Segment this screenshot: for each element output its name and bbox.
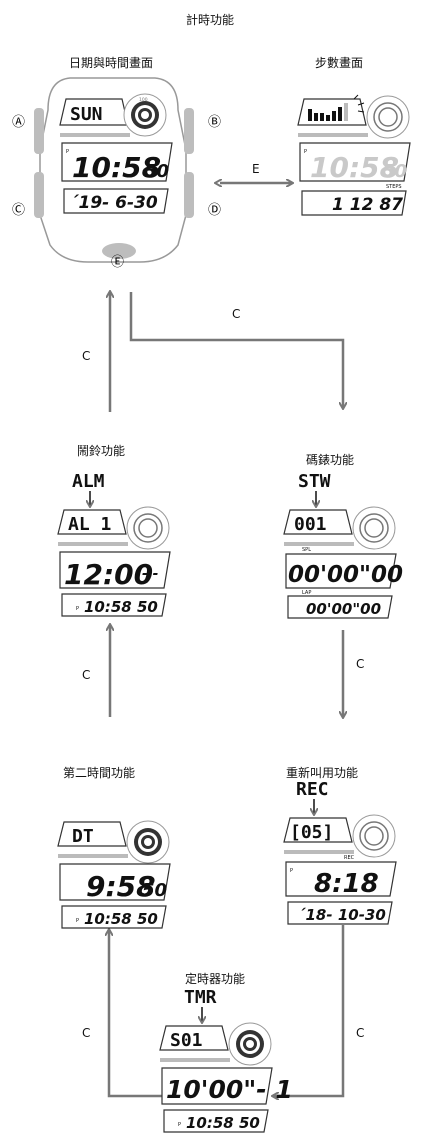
title-steps: 步數畫面 — [315, 56, 364, 70]
arrow-label-c5: C — [356, 1026, 364, 1040]
dial-mark-100: 100 — [139, 97, 148, 103]
stopwatch-code: STW — [298, 471, 331, 492]
button-e-label: Ⓔ — [111, 255, 124, 270]
dt-p: P — [66, 149, 69, 155]
dual-main: 9:58 — [86, 870, 156, 903]
button-b-label: Ⓑ — [208, 115, 221, 130]
recall-main: 8:18 — [314, 869, 379, 899]
alarm-main: 12:00 — [64, 558, 153, 591]
timer-main: 10'00"- 1 — [166, 1075, 293, 1104]
st-p: P — [304, 149, 307, 155]
stopwatch-top: 001 — [294, 514, 327, 535]
screen-timer: TMR S01 10'00"- 1 P 10:58 50 — [159, 987, 293, 1133]
dt-top: SUN — [70, 104, 103, 125]
dual-sec: 50 — [142, 880, 167, 901]
alarm-top: AL 1 — [68, 514, 111, 535]
arrow-c-to-stopwatch — [129, 292, 343, 408]
alarm-code: ALM — [72, 471, 105, 492]
alarm-suffix: - - — [142, 566, 159, 582]
st-count: 1 12 87 — [332, 195, 403, 215]
screen-alarm: ALM AL 1 12:00 - - P 10:58 50 — [57, 471, 171, 617]
dt-main: 10:58 — [72, 151, 161, 184]
st-sec: 50 — [382, 161, 407, 182]
st-main: 10:58 — [310, 151, 399, 184]
stopwatch-lap: LAP — [302, 590, 311, 596]
timer-bottom: 10:58 50 — [186, 1114, 260, 1132]
screen-stopwatch: STW 001 SPL 00'00"00 LAP 00'00"00 — [283, 471, 403, 619]
arrow-label-c4: C — [82, 668, 90, 682]
step-bars — [308, 103, 348, 121]
dual-p: P — [76, 918, 79, 924]
stopwatch-bottom: 00'00"00 — [306, 600, 381, 618]
dual-bottom: 10:58 50 — [84, 910, 158, 928]
arrow-label-c6: C — [82, 1026, 90, 1040]
recall-rec: REC — [344, 855, 355, 861]
dt-date: ´19- 6-30 — [70, 193, 158, 213]
screen-dual-time: DT 9:58 50 P 10:58 50 — [57, 820, 171, 929]
title-dual-time: 第二時間功能 — [63, 766, 136, 780]
timer-code: TMR — [184, 987, 217, 1008]
title-stopwatch: 碼錶功能 — [306, 453, 355, 467]
dual-top: DT — [72, 826, 94, 847]
stopwatch-main: 00'00"00 — [288, 562, 403, 588]
arrow-c-to-dual-time — [109, 930, 163, 1098]
title-main: 計時功能 — [186, 13, 235, 27]
arrow-label-c1: C — [232, 307, 240, 321]
arrow-label-c3: C — [356, 657, 364, 671]
arrow-c-to-timer — [273, 925, 345, 1096]
screen-datetime: SUN 100 P 10:58 50 ´19- 6-30 — [59, 93, 173, 214]
st-label: STEPS — [386, 184, 402, 190]
button-a-label: Ⓐ — [12, 115, 25, 130]
button-d-label: Ⓓ — [208, 203, 221, 218]
title-datetime: 日期與時間畫面 — [69, 56, 154, 70]
arrow-label-e: E — [252, 162, 260, 176]
title-timer: 定時器功能 — [185, 972, 246, 986]
recall-date: ´18- 10-30 — [298, 906, 386, 924]
alarm-bottom: 10:58 50 — [84, 598, 158, 616]
title-recall: 重新叫用功能 — [286, 766, 359, 780]
stopwatch-spl: SPL — [302, 547, 311, 553]
button-c-label: Ⓒ — [12, 203, 25, 218]
screen-recall: REC [05] REC P 8:18 ´18- 10-30 — [283, 779, 397, 925]
timer-p: P — [178, 1122, 181, 1128]
screen-steps: P 10:58 50 STEPS 1 12 87 — [297, 94, 411, 216]
arrow-label-c2: C — [82, 349, 90, 363]
recall-p: P — [290, 868, 293, 874]
dt-sec: 50 — [144, 161, 169, 182]
recall-code: REC — [296, 779, 329, 800]
blink-marks — [353, 94, 365, 113]
timer-top: S01 — [170, 1030, 203, 1051]
alarm-p: P — [76, 606, 79, 612]
title-alarm: 鬧鈴功能 — [77, 444, 126, 458]
recall-top: [05] — [290, 822, 333, 843]
